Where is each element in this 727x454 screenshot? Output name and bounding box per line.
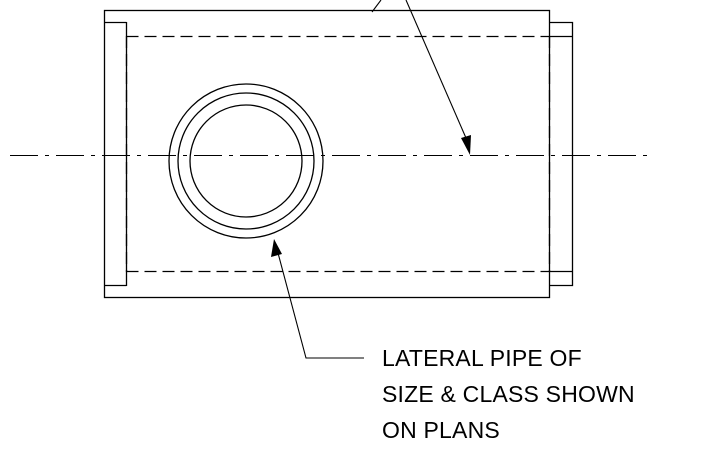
callout-line-3: ON PLANS (382, 417, 500, 443)
pipe-middle-circle (177, 92, 315, 230)
right-flange-outline (549, 21, 574, 287)
upper-leader-right (405, 0, 467, 139)
callout-line-2: SIZE & CLASS SHOWN (382, 381, 635, 407)
pipe-inner-circle (189, 104, 303, 218)
upper-leader-arrowhead (461, 135, 471, 155)
callout-leader-arrowhead (271, 239, 282, 257)
callout-line-1: LATERAL PIPE OF (382, 345, 582, 371)
pipe-outer-circle (168, 83, 324, 239)
structure-outline (103, 9, 551, 299)
upper-leader-left (371, 0, 382, 13)
callout-leader-line (277, 252, 364, 359)
